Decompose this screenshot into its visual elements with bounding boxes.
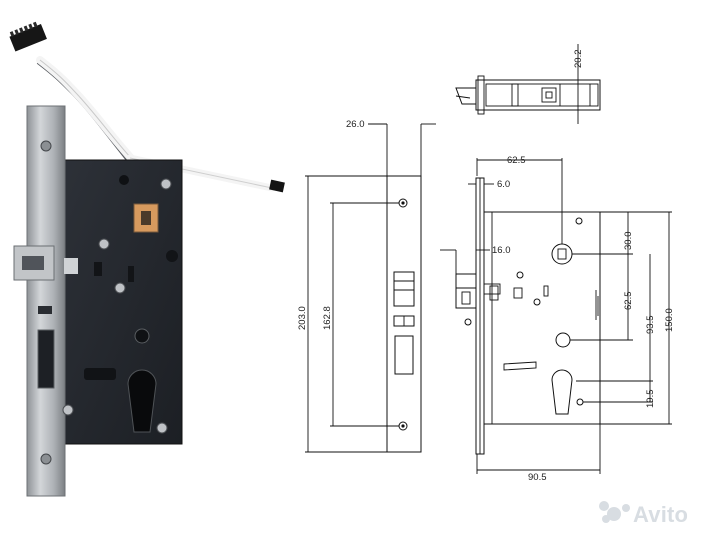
screw-icon [119, 175, 129, 185]
cable-connector-icon [269, 179, 285, 193]
dim-90: 90.5 [528, 472, 547, 483]
dim-6: 6.0 [497, 179, 510, 190]
side-body [483, 211, 601, 425]
latch-pin [64, 258, 78, 274]
lock-photo [9, 21, 285, 497]
avito-watermark: Avito [599, 501, 688, 527]
screw-icon [40, 140, 52, 152]
lock-body [62, 160, 182, 444]
body-slot [128, 266, 134, 282]
front-deadbolt [394, 335, 414, 375]
screw-icon [401, 424, 405, 428]
front-view-drawing: 26.0 203.0 162.8 [297, 119, 436, 453]
body-hole [166, 250, 178, 262]
dim-26: 26.0 [346, 119, 365, 130]
dim-16: 16.0 [492, 245, 511, 256]
screw-icon [62, 404, 74, 416]
body-slot [84, 368, 116, 380]
dim-19: 19.5 [645, 390, 656, 409]
front-latch [393, 271, 415, 307]
dim-62-top: 62.5 [507, 155, 526, 166]
screw-icon [533, 298, 541, 306]
dim-62-right: 62.5 [623, 292, 634, 311]
body-hole [134, 328, 150, 344]
screw-icon [575, 217, 583, 225]
watermark-text: Avito [633, 502, 688, 527]
latch-slot [22, 256, 44, 270]
cable-white-outline [39, 59, 132, 159]
screw-icon [160, 178, 172, 190]
screw-icon [40, 453, 52, 465]
cylinder-hole-icon [127, 369, 157, 433]
screw-icon [114, 282, 126, 294]
spindle-square [141, 211, 151, 225]
dim-150: 150.0 [664, 308, 675, 332]
faceplate [27, 106, 65, 496]
screw-icon [156, 422, 168, 434]
dim-30: 30.0 [623, 232, 634, 251]
screw-icon [516, 271, 524, 279]
side-hole [555, 332, 571, 348]
top-view-drawing: 20.2 [455, 44, 601, 124]
watermark-dot-icon [622, 504, 630, 512]
dim-203: 203.0 [297, 306, 308, 330]
front-faceplate [386, 175, 422, 453]
watermark-dot-icon [607, 507, 621, 521]
faceplate-slot-small [38, 306, 52, 314]
screw-icon [576, 398, 584, 406]
screw-icon [401, 201, 405, 205]
screw-icon [98, 238, 110, 250]
screw-icon [464, 318, 472, 326]
deadbolt [37, 329, 55, 389]
watermark-dot-icon [602, 515, 610, 523]
watermark-dot-icon [599, 501, 609, 511]
faceplate-edge [26, 105, 66, 497]
body-slot [94, 262, 102, 276]
cable-connector-icon [9, 21, 47, 52]
dim-162: 162.8 [322, 306, 333, 330]
side-view-drawing: 62.5 6.0 16.0 30.0 62.5 93.5 150.0 19.5 … [440, 155, 675, 483]
dim-93: 93.5 [645, 316, 656, 335]
side-spindle [551, 243, 573, 265]
dim-20: 20.2 [573, 50, 584, 69]
